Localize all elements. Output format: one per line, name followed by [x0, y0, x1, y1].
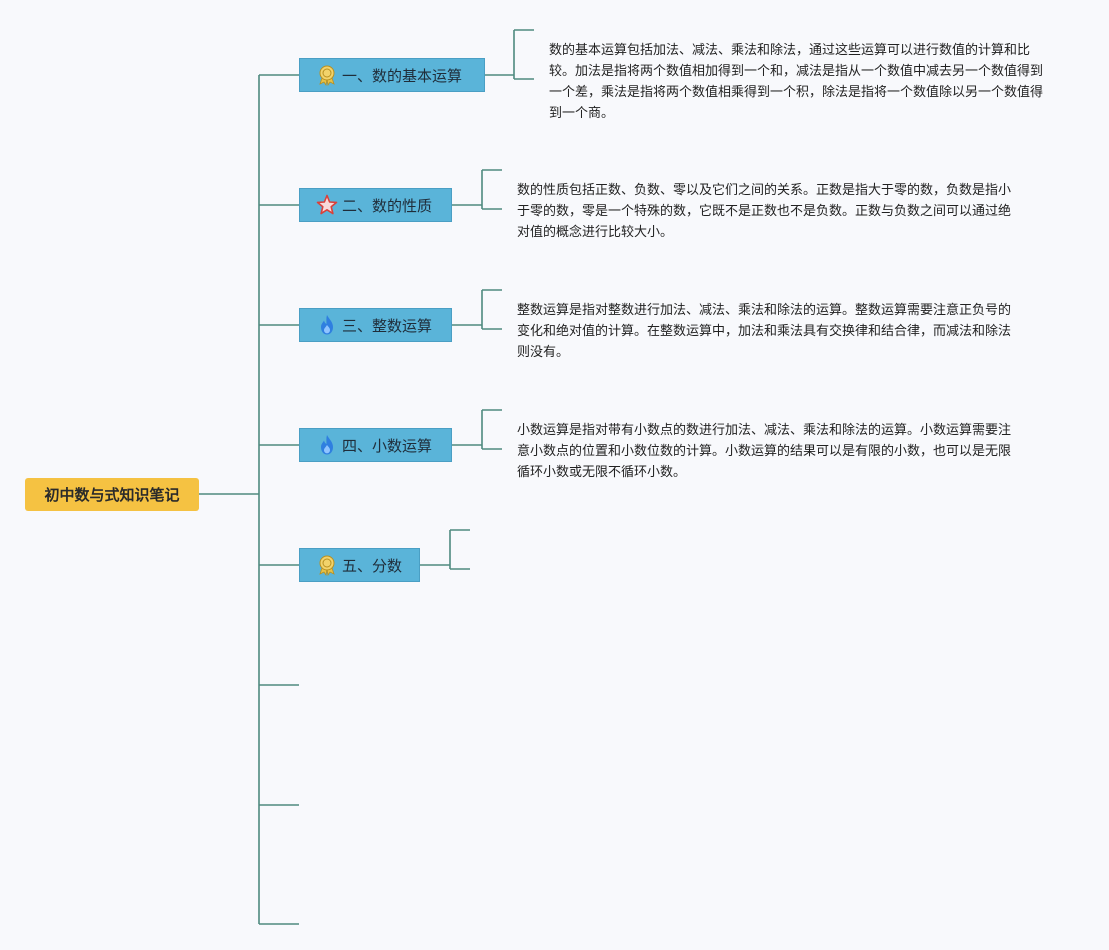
topic-basic-operations[interactable]: 一、数的基本运算	[299, 58, 485, 92]
topic-description: 数的基本运算包括加法、减法、乘法和除法，通过这些运算可以进行数值的计算和比较。加…	[549, 43, 1044, 121]
desc-bracket-1	[485, 29, 534, 80]
topic-label: 二、数的性质	[342, 196, 433, 215]
topic-label: 一、数的基本运算	[342, 66, 463, 85]
topic-label: 五、分数	[342, 556, 403, 575]
topic-label: 四、小数运算	[342, 436, 433, 455]
star-outline-icon	[316, 194, 338, 216]
topic-decimal-operations[interactable]: 四、小数运算	[299, 428, 452, 462]
flame-icon	[316, 434, 338, 456]
root-topic[interactable]: 初中数与式知识笔记	[25, 478, 199, 511]
topic-number-properties[interactable]: 二、数的性质	[299, 188, 452, 222]
ribbon-medal-icon	[316, 64, 338, 86]
topic-label: 三、整数运算	[342, 316, 433, 335]
flame-icon	[316, 314, 338, 336]
topic-description: 数的性质包括正数、负数、零以及它们之间的关系。正数是指大于零的数，负数是指小于零…	[517, 183, 1012, 240]
ribbon-medal-icon	[316, 554, 338, 576]
topic-description: 小数运算是指对带有小数点的数进行加法、减法、乘法和除法的运算。小数运算需要注意小…	[517, 423, 1012, 480]
topic-fractions[interactable]: 五、分数	[299, 548, 420, 582]
desc-bracket-4	[452, 409, 502, 450]
desc-bracket-5	[420, 529, 470, 570]
topic-integer-operations[interactable]: 三、整数运算	[299, 308, 452, 342]
desc-bracket-3	[452, 289, 502, 330]
topic-description: 整数运算是指对整数进行加法、减法、乘法和除法的运算。整数运算需要注意正负号的变化…	[517, 303, 1012, 360]
desc-bracket-2	[452, 169, 502, 210]
